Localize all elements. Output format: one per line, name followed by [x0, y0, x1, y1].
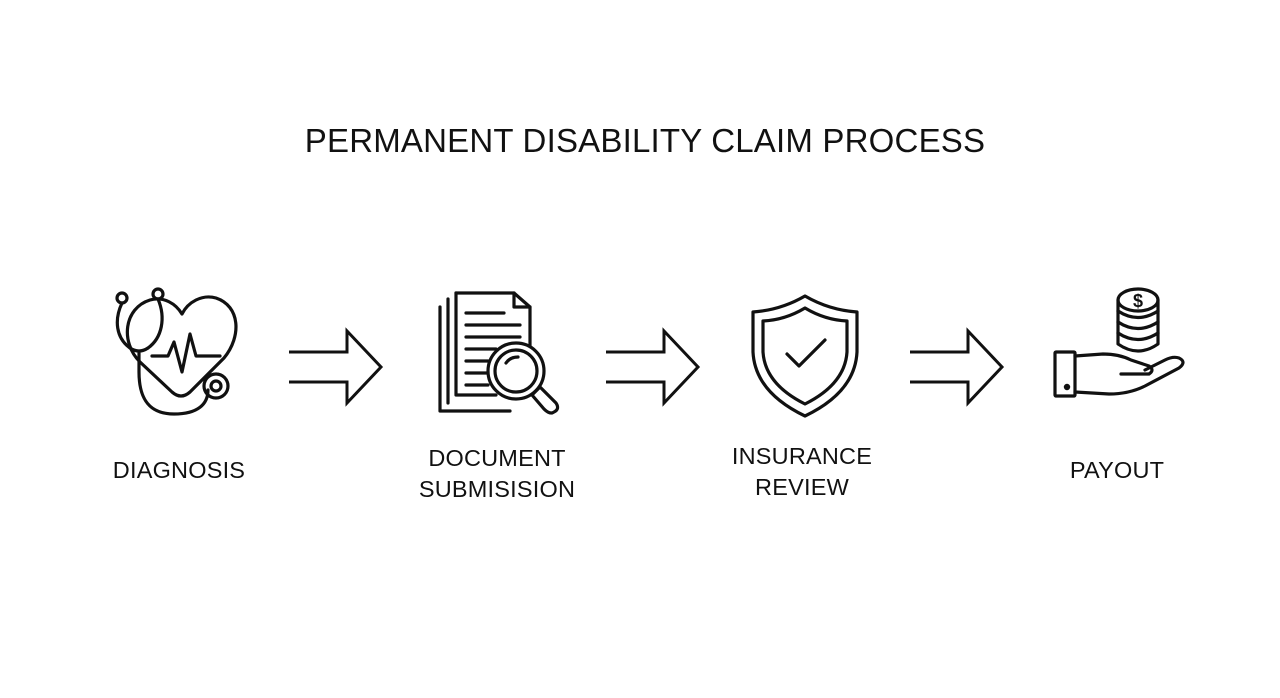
step-label-diagnosis: DIAGNOSIS	[79, 455, 279, 486]
document-search-icon	[430, 285, 570, 420]
diagram-title: PERMANENT DISABILITY CLAIM PROCESS	[304, 122, 986, 159]
right-arrow-icon	[602, 325, 702, 410]
right-arrow-icon	[285, 325, 385, 410]
stethoscope-heart-icon	[100, 280, 250, 425]
step-label-document-submission: DOCUMENT SUBMISISION	[397, 443, 597, 505]
svg-text:$: $	[1133, 291, 1143, 311]
shield-check-icon	[745, 290, 865, 420]
step-label-line: REVIEW	[755, 474, 849, 500]
step-label-payout: PAYOUT	[1017, 455, 1217, 486]
step-label-line: DIAGNOSIS	[112, 457, 246, 483]
right-arrow-icon	[906, 325, 1006, 410]
step-label-line: PAYOUT	[1069, 457, 1165, 483]
step-label-line: SUBMISISION	[418, 476, 576, 502]
step-label-line: INSURANCE	[731, 443, 873, 469]
step-label-insurance-review: INSURANCE REVIEW	[702, 441, 902, 503]
step-label-line: DOCUMENT	[428, 445, 566, 471]
hand-coins-icon: $	[1045, 282, 1195, 402]
